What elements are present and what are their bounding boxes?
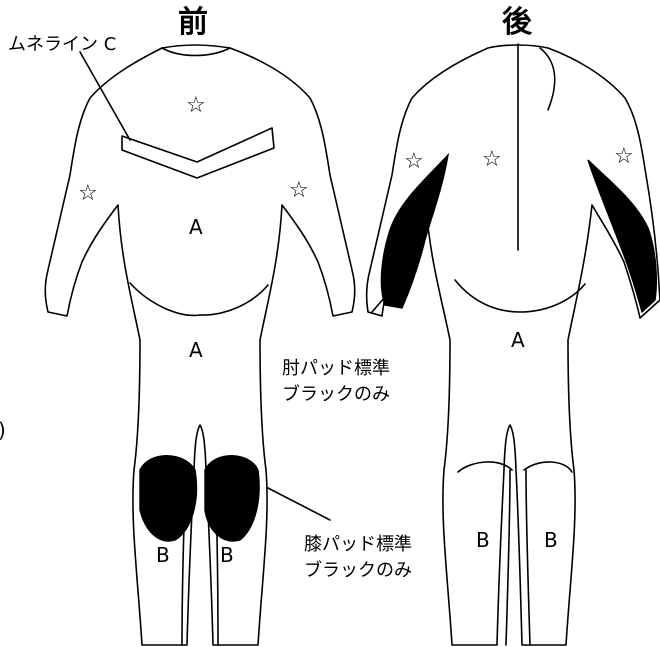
chest-line-label: ムネライン C [8,34,116,55]
left-edge-glyph: ) [0,418,6,442]
back-zone-right-leg: B [544,528,558,552]
front-left-knee-pad [139,455,198,542]
back-right-elbow-pad [587,159,657,314]
back-center-star: ☆ [482,147,502,172]
back-collar-line [539,47,556,111]
knee-note-line1: 膝パッド標準 [304,534,412,555]
back-suit [365,43,660,646]
front-chest-panel-c [121,127,275,179]
front-right-knee-pad [204,455,260,542]
back-right-knee-seam [523,461,573,473]
front-right-arm-star: ☆ [289,178,309,203]
elbow-note-line2: ブラックのみ [282,383,390,405]
back-zone-left-leg: B [476,528,490,552]
front-suit-outline [44,44,356,646]
back-left-knee-seam [457,461,513,473]
front-zone-lower: A [189,338,203,362]
back-zone-body: A [511,328,525,352]
front-waist-seam [129,282,269,317]
back-suit-outline [365,44,660,646]
front-collar-line [161,47,231,57]
elbow-note-line1: 肘パッド標準 [282,358,390,379]
front-zone-chest: A [189,215,203,239]
knee-note-leader [267,487,331,521]
back-right-leg-seam [525,469,531,646]
front-chest-star: ☆ [186,93,206,118]
front-left-arm-star: ☆ [78,181,98,206]
front-zone-right-leg: B [220,543,234,567]
back-right-arm-star: ☆ [614,144,634,169]
front-suit [44,44,356,646]
back-left-leg-seam [505,469,511,646]
front-zone-left-leg: B [156,543,170,567]
knee-note-line2: ブラックのみ [304,559,412,581]
back-left-arm-star: ☆ [404,149,424,174]
front-title: 前 [178,5,208,40]
back-left-elbow-pad [380,152,450,309]
chest-line-leader [79,51,131,141]
elbow-note-leader [371,296,386,313]
back-waist-seam [454,279,586,313]
back-title: 後 [502,5,533,40]
